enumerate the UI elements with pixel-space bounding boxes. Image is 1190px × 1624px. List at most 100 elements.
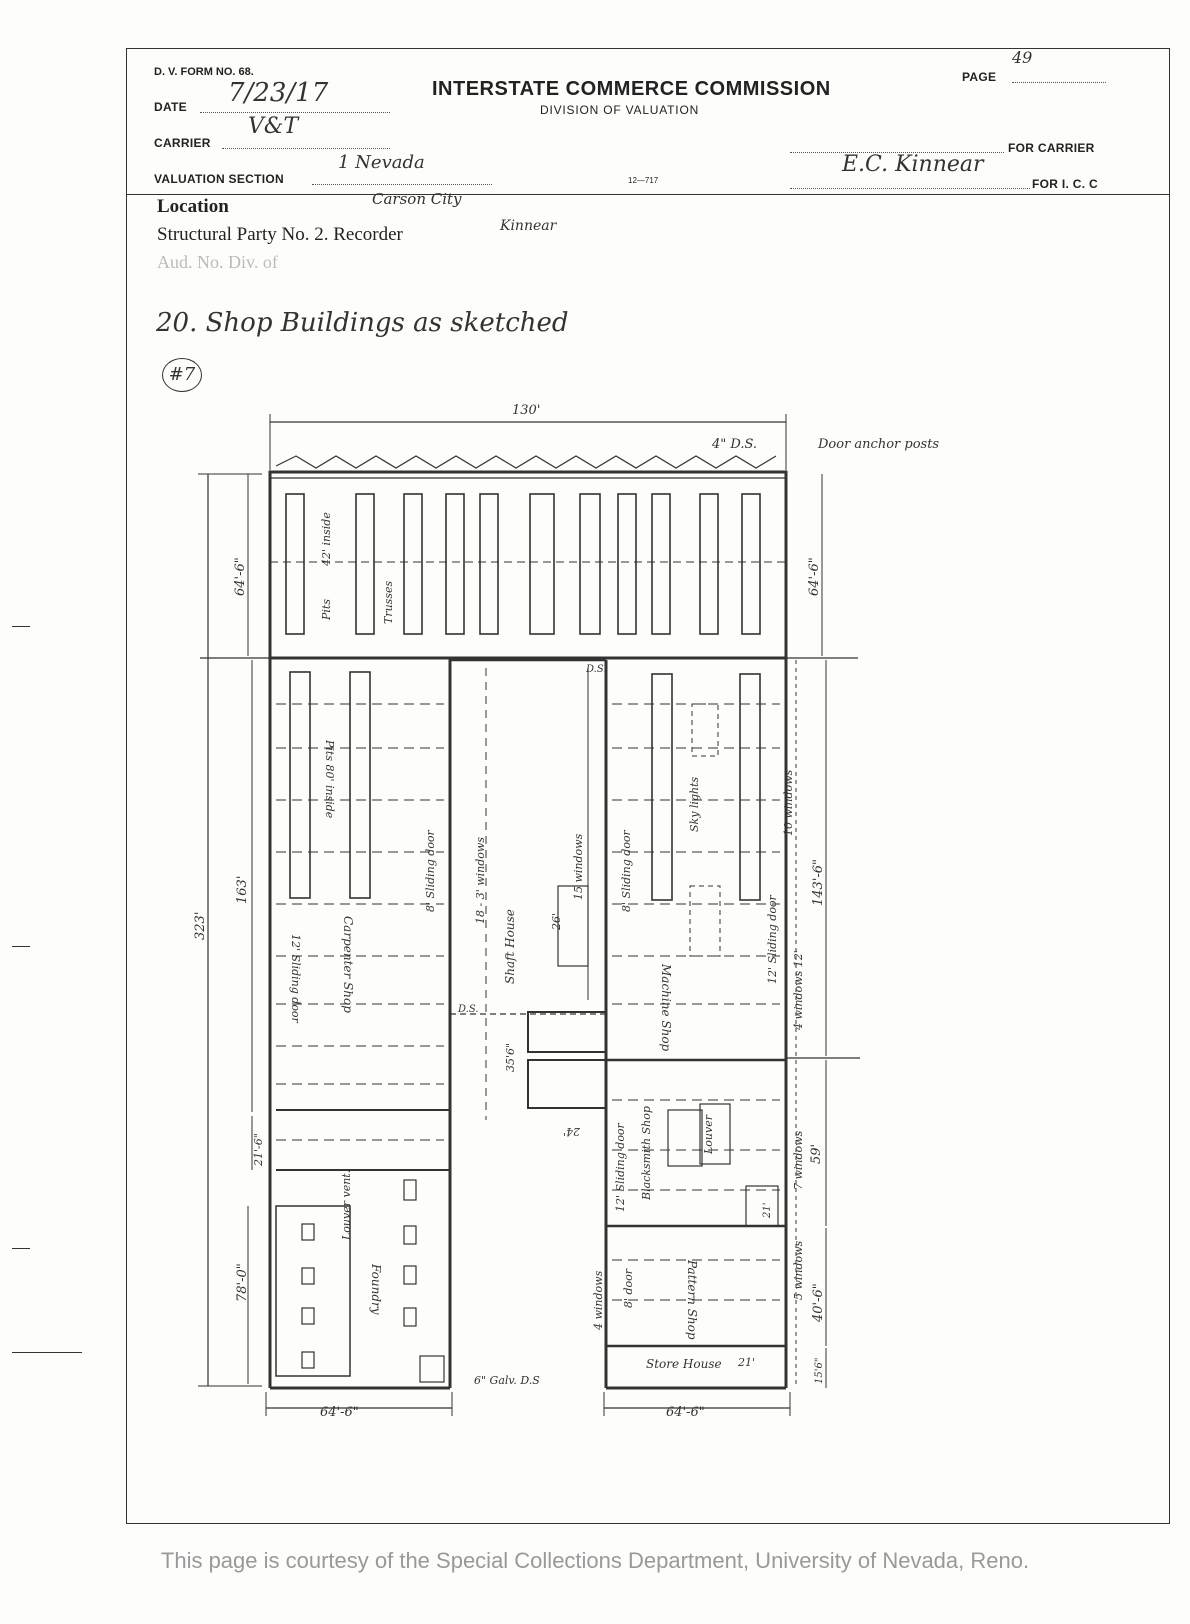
truss-zigzag — [275, 455, 777, 469]
label-left-64: 64'-6" — [233, 557, 248, 596]
margin-tick — [12, 626, 30, 627]
pit-left-1 — [289, 671, 311, 899]
for-carrier-label: FOR CARRIER — [1008, 141, 1095, 155]
commission-title: INTERSTATE COMMERCE COMMISSION — [432, 78, 831, 100]
label-dim-35: 35'6" — [504, 1043, 517, 1072]
label-dim-21-small: 21' — [762, 1203, 773, 1219]
pit-left-2 — [349, 671, 371, 899]
pit-1 — [285, 493, 305, 635]
pit-4 — [445, 493, 465, 635]
division-subtitle: DIVISION OF VALUATION — [540, 103, 700, 117]
label-foundry: Foundry — [369, 1263, 383, 1315]
valuation-section-value: 1 Nevada — [338, 152, 425, 173]
label-windows-15: 15 windows — [572, 833, 585, 900]
label-louver-vent: Louver vent. — [340, 1170, 353, 1241]
carrier-value: V&T — [248, 114, 299, 139]
margin-tick — [12, 946, 30, 947]
label-carpenter-shop: Carpenter Shop — [341, 916, 355, 1013]
circled-item-number: #7 — [162, 358, 202, 392]
label-dim-26: 26' — [550, 913, 563, 931]
margin-tick — [12, 1248, 30, 1249]
label-door-anchor: Door anchor posts — [817, 437, 939, 452]
pit-11 — [741, 493, 761, 635]
label-dim-21-store: 21' — [737, 1356, 755, 1369]
pit-right-2 — [739, 673, 761, 901]
label-163: 163' — [235, 876, 250, 904]
label-sky-lights: Sky lights — [688, 777, 701, 832]
label-louver: Louver — [702, 1114, 715, 1155]
pit-5 — [479, 493, 499, 635]
date-value: 7/23/17 — [228, 78, 329, 108]
label-sliding-12-left: 12' Sliding door — [289, 934, 302, 1024]
label-pits-42: 42' inside — [320, 512, 333, 567]
courtesy-footer: This page is courtesy of the Special Col… — [160, 1548, 1030, 1573]
label-galv-ds: 6" Galv. D.S — [474, 1374, 540, 1387]
pit-3 — [403, 493, 423, 635]
page-value: 49 — [1012, 48, 1033, 67]
pit-8 — [617, 493, 637, 635]
label-dim-15: 15'6" — [814, 1358, 825, 1384]
carrier-label: CARRIER — [154, 136, 211, 150]
label-blacksmith-shop: Blacksmith Shop — [640, 1106, 653, 1201]
label-windows-7: 7 windows — [792, 1130, 805, 1190]
party-label: Structural Party No. 2. Recorder — [157, 224, 403, 245]
pit-2 — [355, 493, 375, 635]
label-pattern-shop: Pattern Shop — [685, 1259, 699, 1340]
page-line — [1012, 82, 1106, 83]
date-line — [200, 112, 390, 113]
label-trusses: Trusses — [382, 581, 395, 624]
label-shaft-house: Shaft House — [503, 909, 517, 984]
valuation-section-label: VALUATION SECTION — [154, 172, 284, 186]
label-dim-21-left: 21'-6" — [252, 1133, 265, 1167]
for-icc-label: FOR I. C. C — [1032, 177, 1098, 191]
item-note: 20. Shop Buildings as sketched — [156, 308, 569, 338]
for-icc-line — [790, 188, 1030, 189]
label-dim-40: 40'-6" — [811, 1283, 826, 1323]
pit-right-1 — [651, 673, 673, 901]
valuation-section-line — [312, 184, 492, 185]
label-ds-upper: D.S. — [585, 664, 607, 675]
location-value: Carson City — [372, 190, 462, 208]
pit-7 — [579, 493, 601, 635]
label-windows-10: 10 windows — [782, 769, 795, 836]
page-label: PAGE — [962, 70, 997, 84]
label-store-house: Store House — [646, 1357, 722, 1371]
label-sliding-12-right: 12' Sliding door — [766, 894, 779, 984]
form-number: D. V. FORM NO. 68. — [154, 66, 254, 78]
label-windows-18: 18 - 3' windows — [474, 837, 487, 924]
date-label: DATE — [154, 100, 187, 114]
label-pits-80: Pits 80' inside — [323, 739, 336, 819]
label-323: 323' — [193, 912, 208, 940]
label-machine-shop: Machine Shop — [659, 963, 673, 1052]
header-divider — [126, 194, 1170, 195]
label-sliding-12-bs: 12' Sliding door — [614, 1122, 627, 1212]
label-sliding-8-right: 8' Sliding door — [620, 829, 633, 912]
label-right-64: 64'-6" — [807, 557, 822, 596]
label-ds-mid: D.S. — [457, 1004, 479, 1015]
location-label: Location — [157, 196, 229, 217]
pit-10 — [699, 493, 719, 635]
label-windows-4: 4 windows 12' — [792, 950, 805, 1031]
label-dim-59: 59' — [809, 1144, 824, 1164]
label-bottom-left: 64'-6" — [320, 1405, 359, 1420]
label-windows-5: 5 windows — [792, 1240, 805, 1300]
label-door-8: 8' door — [622, 1268, 635, 1308]
label-dim-78: 78'-0" — [235, 1263, 250, 1302]
pit-6 — [529, 493, 555, 635]
margin-tick — [12, 1352, 82, 1353]
for-carrier-line — [790, 152, 1004, 153]
shaft-house-box — [527, 1011, 607, 1053]
faded-line: Aud. No. Div. of — [157, 252, 278, 272]
label-ds: 4" D.S. — [711, 437, 757, 452]
roundhouse-wall — [268, 470, 788, 660]
pit-9 — [651, 493, 671, 635]
label-width-130: 130' — [512, 403, 540, 418]
recorder-value: Kinnear — [500, 218, 557, 234]
carrier-line — [222, 148, 390, 149]
icc-signature: E.C. Kinnear — [842, 152, 984, 177]
label-sliding-8-left: 8' Sliding door — [424, 829, 437, 912]
form-code: 12—717 — [628, 176, 659, 185]
label-pits-top: Pits — [320, 599, 333, 621]
label-windows-4b: 4 windows — [592, 1270, 605, 1331]
